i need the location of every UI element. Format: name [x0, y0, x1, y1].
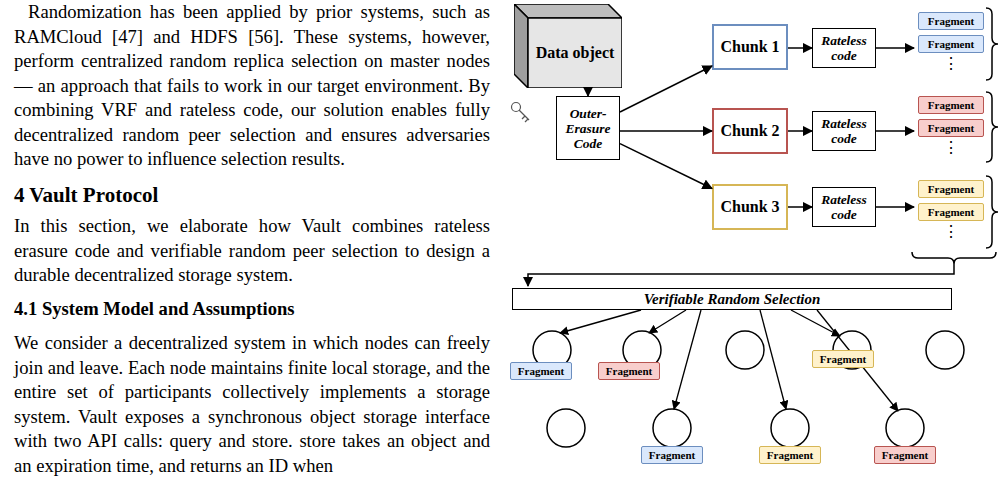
fragment-box: Fragment — [641, 446, 703, 464]
selection-arrows — [560, 310, 898, 411]
node-text: Verifiable Random Selection — [644, 291, 821, 308]
section-heading: 4 Vault Protocol — [14, 182, 490, 208]
coder-arrows — [876, 48, 914, 207]
flow-arrow — [587, 88, 589, 96]
node-text: Fragment — [928, 15, 974, 27]
node-text: Chunk 1 — [720, 38, 779, 56]
node-text: Fragment — [928, 122, 974, 134]
node-text: Rateless code — [813, 116, 875, 146]
fragment-box: Fragment — [598, 362, 660, 380]
fragment-brackets — [528, 8, 998, 286]
node-text: Rateless code — [813, 192, 875, 222]
flow-arrow — [788, 206, 812, 208]
fragment-box: Fragment — [759, 446, 821, 464]
node-text: Fragment — [649, 449, 695, 461]
node-text: Fragment — [606, 365, 652, 377]
chunk-box: Chunk 1 — [712, 24, 788, 70]
node-text: Fragment — [882, 449, 928, 461]
flow-arrow — [620, 130, 712, 132]
node-text: Outer- Erasure Code — [559, 106, 617, 151]
node-text: Fragment — [767, 449, 813, 461]
fragment-box: Fragment — [918, 35, 984, 53]
ellipsis: ⋮ — [941, 222, 961, 242]
node-text: Fragment — [928, 183, 974, 195]
node-text: Fragment — [820, 353, 866, 365]
node-text: Fragment — [928, 206, 974, 218]
flow-arrow — [788, 47, 812, 49]
key-icon — [512, 103, 530, 123]
coder-box: Rateless code — [812, 187, 876, 227]
node-text: Fragment — [518, 365, 564, 377]
chunk-box: Chunk 3 — [712, 184, 788, 230]
fragment-box: Fragment — [918, 180, 984, 198]
ellipsis: ⋮ — [941, 54, 961, 74]
node-text: Chunk 3 — [720, 198, 779, 216]
selection-box: Verifiable Random Selection — [512, 288, 952, 310]
node-text: Fragment — [928, 38, 974, 50]
node-text: Rateless code — [813, 33, 875, 63]
node-text: Data object — [536, 44, 615, 62]
coder-box: Rateless code — [812, 111, 876, 151]
flow-arrow — [620, 144, 712, 189]
ellipsis: ⋮ — [941, 138, 961, 158]
fragment-box: Fragment — [812, 350, 874, 368]
fragment-box: Fragment — [510, 362, 572, 380]
body-paragraph: Randomization has been applied by prior … — [14, 0, 490, 172]
peer-nodes — [533, 331, 964, 447]
fragment-box: Fragment — [918, 203, 984, 221]
chunk-box: Chunk 2 — [712, 108, 788, 154]
node-text: Chunk 2 — [720, 122, 779, 140]
body-paragraph: In this section, we elaborate how Vault … — [14, 214, 490, 288]
fragment-box: Fragment — [874, 446, 936, 464]
fragment-box: Fragment — [918, 96, 984, 114]
node-text: Fragment — [928, 99, 974, 111]
encoder-box: Outer- Erasure Code — [556, 96, 620, 160]
subsection-heading: 4.1 System Model and Assumptions — [14, 297, 490, 321]
data-object: Data object — [514, 4, 622, 88]
flow-arrow — [788, 130, 812, 132]
flow-arrow — [620, 66, 712, 112]
fragment-box: Fragment — [918, 119, 984, 137]
fragment-box: Fragment — [918, 12, 984, 30]
coder-box: Rateless code — [812, 28, 876, 68]
body-paragraph: We consider a decentralized system in wh… — [14, 331, 490, 478]
